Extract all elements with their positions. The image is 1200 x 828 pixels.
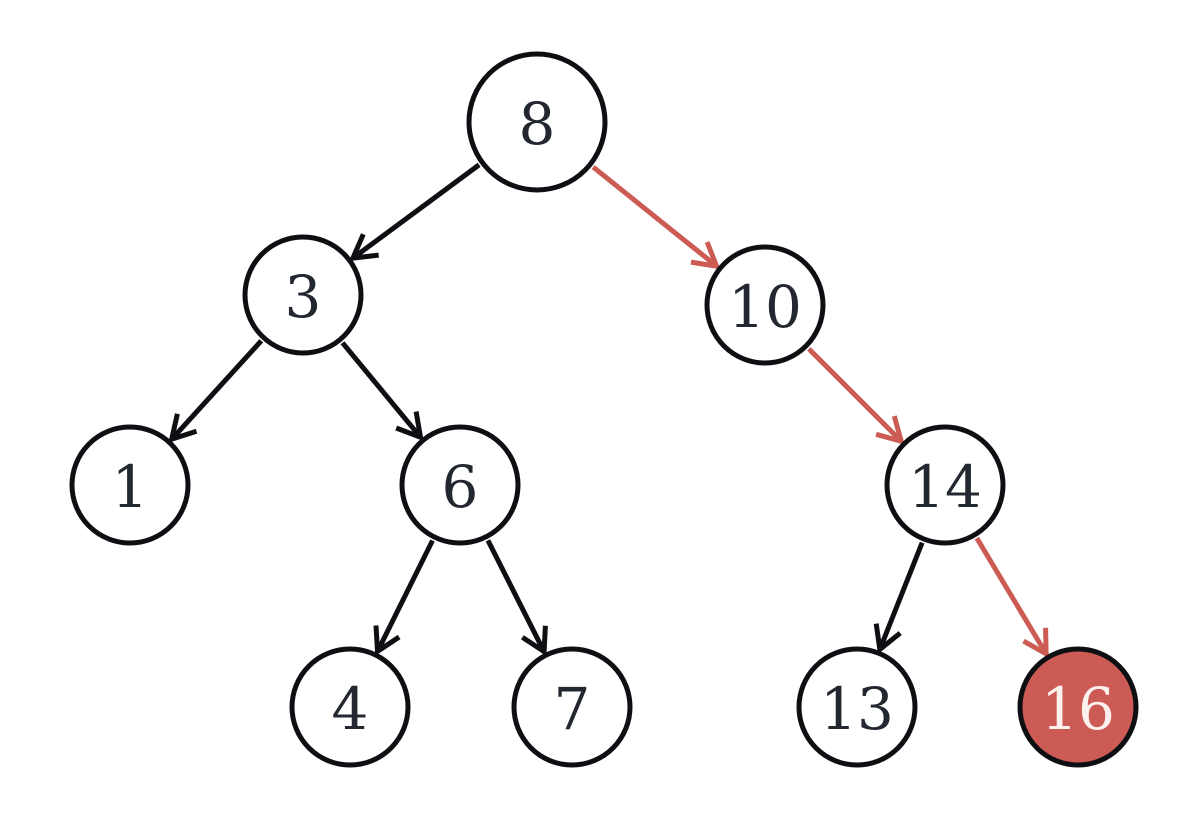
node-label: 10 <box>728 273 802 341</box>
tree-edge <box>591 165 721 270</box>
edges-layer <box>168 162 1049 659</box>
node-label: 1 <box>112 453 149 521</box>
tree-edge <box>873 541 925 655</box>
tree-node-3[interactable]: 3 <box>242 234 364 356</box>
tree-edge <box>485 539 548 657</box>
node-circle[interactable] <box>466 51 608 193</box>
node-label: 8 <box>519 90 556 158</box>
tree-edge <box>807 347 905 445</box>
node-label: 7 <box>554 675 591 743</box>
node-circle[interactable] <box>1017 646 1139 768</box>
tree-edge <box>340 341 424 442</box>
tree-edge <box>974 536 1049 659</box>
node-label: 3 <box>285 263 322 331</box>
tree-node-4[interactable]: 4 <box>289 646 411 768</box>
tree-node-10[interactable]: 10 <box>704 244 826 366</box>
node-circle[interactable] <box>399 424 521 546</box>
node-label: 13 <box>820 675 894 743</box>
tree-node-7[interactable]: 7 <box>511 646 633 768</box>
tree-node-16[interactable]: 16 <box>1017 646 1139 768</box>
tree-node-14[interactable]: 14 <box>884 424 1006 546</box>
node-circle[interactable] <box>289 646 411 768</box>
node-label: 16 <box>1041 675 1115 743</box>
node-circle[interactable] <box>69 424 191 546</box>
node-label: 4 <box>332 675 369 743</box>
tree-edge <box>373 539 435 656</box>
node-circle[interactable] <box>884 424 1006 546</box>
node-circle[interactable] <box>796 646 918 768</box>
tree-node-8[interactable]: 8 <box>466 51 608 193</box>
node-circle[interactable] <box>511 646 633 768</box>
tree-node-6[interactable]: 6 <box>399 424 521 546</box>
node-label: 6 <box>442 453 479 521</box>
node-circle[interactable] <box>704 244 826 366</box>
node-label: 14 <box>908 453 982 521</box>
tree-edge <box>348 162 481 262</box>
tree-edge <box>168 339 264 443</box>
node-circle[interactable] <box>242 234 364 356</box>
tree-node-13[interactable]: 13 <box>796 646 918 768</box>
tree-node-1[interactable]: 1 <box>69 424 191 546</box>
